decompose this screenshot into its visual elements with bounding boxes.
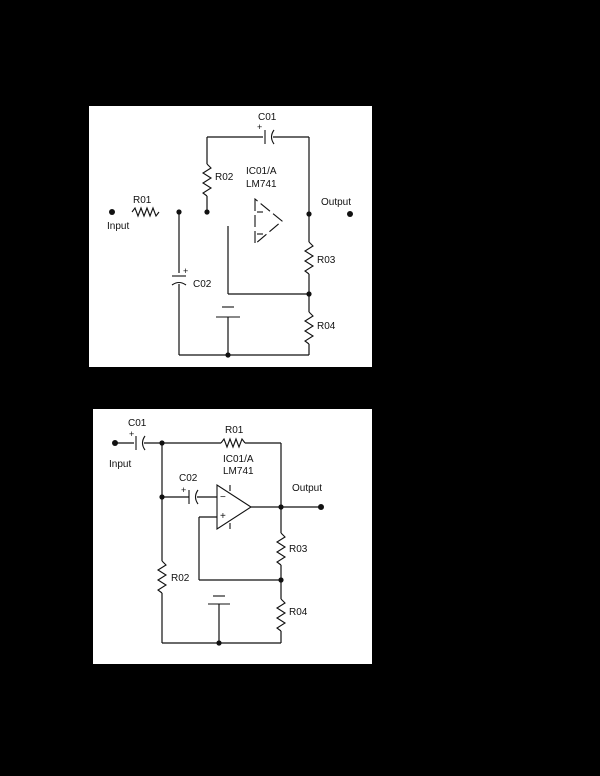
output-label: Output bbox=[321, 197, 351, 208]
resistor-r03 bbox=[303, 241, 315, 275]
r04-label: R04 bbox=[289, 607, 308, 618]
input-label: Input bbox=[107, 221, 129, 232]
c01-label: C01 bbox=[128, 418, 147, 429]
ground-symbol bbox=[208, 595, 230, 643]
svg-text:+: + bbox=[183, 266, 188, 276]
output-label: Output bbox=[292, 483, 322, 494]
output-terminal bbox=[318, 504, 324, 510]
c02-label: C02 bbox=[193, 279, 212, 290]
resistor-r04 bbox=[275, 598, 287, 632]
resistor-r01 bbox=[131, 206, 160, 218]
c02-label: C02 bbox=[179, 473, 198, 484]
schematic-panel-bottom: Input + C01 R01 R02 + C02 bbox=[93, 409, 372, 664]
ground-symbol bbox=[216, 306, 240, 355]
ic-label: IC01/A bbox=[223, 454, 254, 465]
capacitor-c02: + bbox=[181, 485, 199, 505]
r03-label: R03 bbox=[289, 544, 308, 555]
r01-label: R01 bbox=[133, 195, 152, 206]
schematic-panel-top: Input R01 + C02 R02 bbox=[89, 106, 372, 367]
r04-label: R04 bbox=[317, 321, 336, 332]
svg-text:−: − bbox=[220, 492, 226, 503]
op-amp-lm741 bbox=[254, 197, 283, 246]
r01-label: R01 bbox=[225, 425, 244, 436]
svg-text:+: + bbox=[129, 429, 134, 439]
resistor-r04 bbox=[303, 311, 315, 345]
svg-text:+: + bbox=[181, 485, 186, 495]
schematic-top: Input R01 + C02 R02 bbox=[107, 112, 353, 358]
r02-label: R02 bbox=[215, 172, 234, 183]
capacitor-c01: + bbox=[257, 122, 275, 145]
capacitor-c01: + bbox=[129, 429, 146, 451]
r03-label: R03 bbox=[317, 255, 336, 266]
r02-label: R02 bbox=[171, 573, 190, 584]
ic-label: IC01/A bbox=[246, 166, 277, 177]
capacitor-c02: + bbox=[171, 266, 188, 286]
output-terminal bbox=[347, 211, 353, 217]
input-label: Input bbox=[109, 459, 131, 470]
resistor-r03 bbox=[275, 532, 287, 566]
input-terminal bbox=[109, 209, 115, 215]
op-amp-lm741: − + bbox=[216, 483, 253, 531]
resistor-r01 bbox=[220, 437, 246, 449]
part-label: LM741 bbox=[223, 466, 254, 477]
svg-text:+: + bbox=[257, 122, 262, 132]
c01-label: C01 bbox=[258, 112, 277, 123]
resistor-r02 bbox=[201, 163, 213, 197]
svg-text:+: + bbox=[220, 511, 226, 522]
part-label: LM741 bbox=[246, 179, 277, 190]
schematic-bottom: Input + C01 R01 R02 + C02 bbox=[109, 418, 324, 646]
resistor-r02 bbox=[156, 560, 168, 594]
